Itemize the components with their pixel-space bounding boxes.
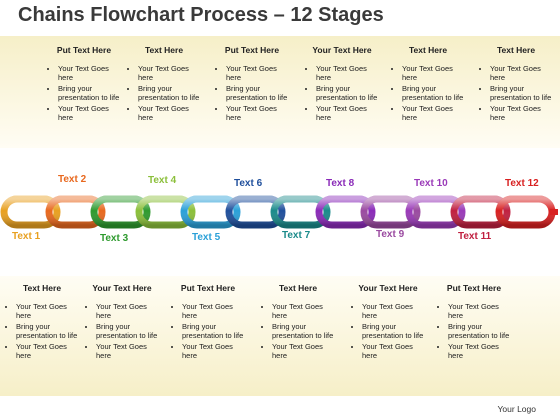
chain-label-4: Text 4: [148, 175, 177, 186]
bullet-item: Bring your presentation to life: [272, 322, 338, 341]
bottom-column-1: Text Here Your Text Goes hereBring your …: [2, 283, 82, 362]
bullet-item: Your Text Goes here: [138, 104, 204, 123]
bullet-item: Your Text Goes here: [448, 302, 514, 321]
bullet-item: Your Text Goes here: [16, 302, 82, 321]
top-column-4: Your Text Here Your Text Goes hereBring …: [302, 45, 382, 124]
column-heading: Text Here: [496, 45, 536, 55]
bullet-item: Bring your presentation to life: [402, 84, 468, 103]
bottom-column-3: Put Text Here Your Text Goes hereBring y…: [168, 283, 248, 362]
chain-link-5: [180, 195, 241, 229]
page-title: Chains Flowchart Process – 12 Stages: [18, 4, 384, 26]
logo-text: Your Logo: [497, 404, 536, 414]
bullet-item: Bring your presentation to life: [96, 322, 162, 341]
chain-link-2: [45, 195, 106, 229]
bullet-item: Your Text Goes here: [182, 342, 248, 361]
chain-links: [0, 195, 558, 229]
bottom-column-4: Text Here Your Text Goes hereBring your …: [258, 283, 338, 362]
bullet-item: Your Text Goes here: [316, 64, 382, 83]
chain-label-5: Text 5: [192, 232, 221, 243]
chain-label-10: Text 10: [414, 178, 448, 189]
bullet-item: Your Text Goes here: [96, 342, 162, 361]
top-column-2: Text Here Your Text Goes hereBring your …: [124, 45, 204, 124]
bullet-item: Your Text Goes here: [402, 104, 468, 123]
bullet-item: Bring your presentation to life: [138, 84, 204, 103]
bullet-item: Your Text Goes here: [272, 342, 338, 361]
bullet-item: Your Text Goes here: [490, 64, 556, 83]
bullet-item: Your Text Goes here: [490, 104, 556, 123]
chain-link-10: [405, 195, 466, 229]
top-column-5: Text Here Your Text Goes hereBring your …: [388, 45, 468, 124]
top-column-3: Put Text Here Your Text Goes hereBring y…: [212, 45, 292, 124]
chain-diagram: [0, 195, 558, 229]
bullet-item: Your Text Goes here: [96, 302, 162, 321]
bullet-item: Your Text Goes here: [362, 302, 428, 321]
chain-label-7: Text 7: [282, 230, 311, 241]
bullet-item: Your Text Goes here: [182, 302, 248, 321]
bullet-item: Your Text Goes here: [448, 342, 514, 361]
bullet-item: Your Text Goes here: [362, 342, 428, 361]
column-heading: Your Text Here: [358, 283, 418, 293]
bullet-item: Your Text Goes here: [272, 302, 338, 321]
bottom-text-band: [0, 276, 560, 396]
chain-label-9: Text 9: [376, 229, 405, 240]
bullet-item: Bring your presentation to life: [226, 84, 292, 103]
chain-label-1: Text 1: [12, 231, 41, 242]
bullet-item: Bring your presentation to life: [16, 322, 82, 341]
bullet-item: Your Text Goes here: [58, 64, 124, 83]
title-band: [0, 0, 560, 36]
chain-label-12: Text 12: [505, 178, 539, 189]
chain-link-1: [0, 195, 61, 229]
bullet-item: Bring your presentation to life: [490, 84, 556, 103]
chain-label-6: Text 6: [234, 178, 263, 189]
chain-link-8: [315, 195, 376, 229]
column-heading: Put Text Here: [224, 45, 280, 55]
bottom-column-2: Your Text Here Your Text Goes hereBring …: [82, 283, 162, 362]
bullet-item: Your Text Goes here: [402, 64, 468, 83]
bullet-item: Your Text Goes here: [16, 342, 82, 361]
chain-label-11: Text 11: [458, 231, 492, 242]
column-heading: Your Text Here: [312, 45, 372, 55]
bullet-item: Bring your presentation to life: [448, 322, 514, 341]
chain-end-cap: [550, 209, 558, 215]
bullet-item: Your Text Goes here: [226, 104, 292, 123]
column-heading: Put Text Here: [446, 283, 502, 293]
chain-label-2: Text 2: [58, 174, 87, 185]
chain-label-3: Text 3: [100, 233, 129, 244]
bullet-item: Your Text Goes here: [226, 64, 292, 83]
chain-link-3: [90, 195, 151, 229]
chain-link-11: [450, 195, 511, 229]
column-heading: Put Text Here: [180, 283, 236, 293]
chain-link-9: [360, 195, 421, 229]
bullet-item: Your Text Goes here: [138, 64, 204, 83]
column-heading: Text Here: [278, 283, 318, 293]
bullet-item: Your Text Goes here: [316, 104, 382, 123]
bullet-item: Bring your presentation to life: [362, 322, 428, 341]
column-heading: Text Here: [144, 45, 184, 55]
bullet-item: Bring your presentation to life: [58, 84, 124, 103]
bullet-item: Bring your presentation to life: [316, 84, 382, 103]
bottom-column-5: Your Text Here Your Text Goes hereBring …: [348, 283, 428, 362]
chain-link-6: [225, 195, 286, 229]
column-heading: Text Here: [22, 283, 62, 293]
column-heading: Text Here: [408, 45, 448, 55]
top-column-6: Text Here Your Text Goes hereBring your …: [476, 45, 556, 124]
top-column-1: Put Text Here Your Text Goes hereBring y…: [44, 45, 124, 124]
column-heading: Put Text Here: [56, 45, 112, 55]
chain-label-8: Text 8: [326, 178, 355, 189]
chain-link-4: [135, 195, 196, 229]
column-heading: Your Text Here: [92, 283, 152, 293]
top-text-band: [0, 36, 560, 148]
bullet-item: Your Text Goes here: [58, 104, 124, 123]
bullet-item: Bring your presentation to life: [182, 322, 248, 341]
bottom-column-6: Put Text Here Your Text Goes hereBring y…: [434, 283, 514, 362]
chain-link-7: [270, 195, 331, 229]
